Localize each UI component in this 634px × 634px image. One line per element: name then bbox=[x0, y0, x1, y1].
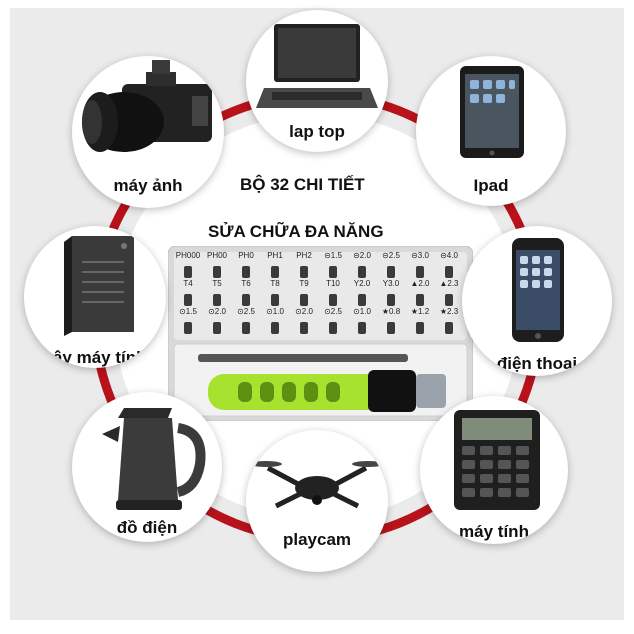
calculator-bubble: máy tính bbox=[420, 396, 568, 544]
bit bbox=[184, 294, 192, 306]
smartphone-icon bbox=[512, 238, 564, 342]
bit-label: ★2.3 bbox=[440, 307, 459, 316]
bit bbox=[300, 322, 308, 334]
bit-label: T10 bbox=[326, 279, 340, 288]
desktop-bubble: cây máy tính bbox=[24, 226, 166, 368]
laptop-icon bbox=[256, 24, 378, 108]
bit bbox=[213, 322, 221, 334]
drone-label: playcam bbox=[282, 530, 352, 549]
bit bbox=[271, 322, 279, 334]
tablet-icon bbox=[460, 66, 524, 158]
camera-icon bbox=[82, 60, 212, 152]
bit-label: T8 bbox=[270, 279, 280, 288]
camera-bubble: máy ảnh bbox=[72, 56, 224, 208]
bit bbox=[416, 322, 424, 334]
desktop-label: cây máy tính bbox=[43, 348, 147, 367]
bit-label: T4 bbox=[183, 279, 193, 288]
bit-label: ⊙1.0 bbox=[353, 307, 371, 316]
tablet-bubble: Ipad bbox=[416, 56, 566, 206]
bit bbox=[445, 322, 453, 334]
bit-label: PH0 bbox=[238, 251, 254, 260]
drone-icon bbox=[250, 461, 384, 509]
bit bbox=[300, 266, 308, 278]
title-line-2: SỬA CHỮA ĐA NĂNG bbox=[208, 222, 384, 241]
bit bbox=[416, 294, 424, 306]
desktop-tower-icon bbox=[64, 236, 134, 336]
bit-label: ▲2.0 bbox=[410, 279, 430, 288]
kettle-label: đồ điện bbox=[116, 518, 178, 537]
bit bbox=[242, 322, 250, 334]
bit bbox=[213, 294, 221, 306]
bit-label: ⊙1.0 bbox=[266, 307, 284, 316]
title-line-1: BỘ 32 CHI TIẾT bbox=[240, 175, 365, 194]
bit-grid: PH000 PH00 PH0 PH1 PH2 ⊝1.5 ⊝2.0 ⊝2.5 ⊝3.0 ⊝4.0T4… bbox=[176, 251, 459, 334]
screwdriver-shaft bbox=[198, 354, 408, 362]
bit-label: ⊙1.5 bbox=[179, 307, 197, 316]
bit-label: ⊝1.5 bbox=[324, 251, 342, 260]
bit bbox=[358, 266, 366, 278]
kettle-bubble: đồ điện bbox=[72, 392, 222, 542]
bit bbox=[387, 294, 395, 306]
bit-label: T9 bbox=[299, 279, 309, 288]
bit-label: ⊝3.0 bbox=[411, 251, 429, 260]
bit-label: Y3.0 bbox=[383, 279, 400, 288]
bit bbox=[271, 294, 279, 306]
bit bbox=[358, 322, 366, 334]
calculator-label: máy tính bbox=[459, 522, 529, 541]
bit-label: T6 bbox=[241, 279, 251, 288]
bit-label: ⊝2.0 bbox=[353, 251, 371, 260]
bit bbox=[184, 322, 192, 334]
camera-label: máy ảnh bbox=[113, 176, 183, 195]
bit bbox=[329, 294, 337, 306]
bit bbox=[445, 294, 453, 306]
bit-label: ⊙2.0 bbox=[208, 307, 226, 316]
phone-label: điện thoại bbox=[496, 354, 578, 373]
bit bbox=[358, 294, 366, 306]
bit bbox=[300, 294, 308, 306]
bit bbox=[242, 294, 250, 306]
calculator-icon bbox=[454, 410, 540, 510]
phone-bubble: điện thoại bbox=[462, 226, 612, 376]
laptop-bubble: lap top bbox=[246, 10, 388, 152]
bit-label: ★0.8 bbox=[382, 307, 401, 316]
bit-label: ▲2.3 bbox=[439, 279, 459, 288]
bit bbox=[271, 266, 279, 278]
bit bbox=[213, 266, 221, 278]
bit-label: PH00 bbox=[207, 251, 228, 260]
drone-bubble: playcam bbox=[246, 430, 388, 572]
bit bbox=[242, 266, 250, 278]
bit bbox=[387, 266, 395, 278]
bit-label: Y2.0 bbox=[354, 279, 371, 288]
bit-label: ⊙2.5 bbox=[237, 307, 255, 316]
bit-label: ★1.2 bbox=[411, 307, 430, 316]
bit-label: ⊙2.0 bbox=[295, 307, 313, 316]
bit bbox=[416, 266, 424, 278]
laptop-label: lap top bbox=[289, 122, 345, 141]
bit-label: PH2 bbox=[296, 251, 312, 260]
bit bbox=[329, 322, 337, 334]
bit-label: PH1 bbox=[267, 251, 283, 260]
bit-label: ⊝2.5 bbox=[382, 251, 400, 260]
bit-label: ⊝4.0 bbox=[440, 251, 458, 260]
bit bbox=[445, 266, 453, 278]
tablet-label: Ipad bbox=[473, 176, 509, 195]
bit-label: T5 bbox=[212, 279, 222, 288]
bit bbox=[329, 266, 337, 278]
bit-label: ⊙2.5 bbox=[324, 307, 342, 316]
bit bbox=[184, 266, 192, 278]
bit-label: PH000 bbox=[176, 251, 201, 260]
bit bbox=[387, 322, 395, 334]
kettle-icon bbox=[102, 408, 206, 510]
